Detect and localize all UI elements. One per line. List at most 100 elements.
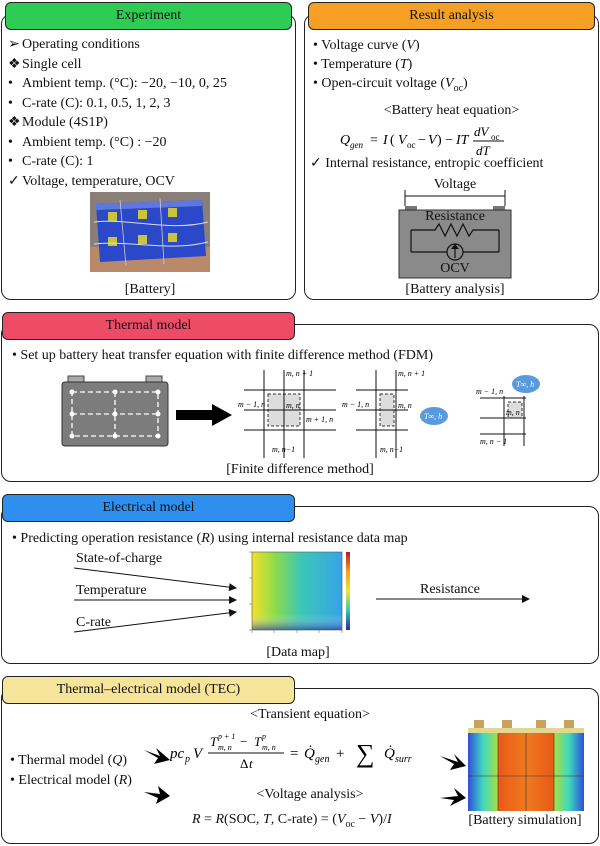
experiment-list: ➢Operating conditions❖Single cell•Ambien… xyxy=(8,35,293,191)
resistance-label: Resistance xyxy=(425,209,485,224)
svg-text:I: I xyxy=(382,133,389,148)
g2-left-label: m − 1, n xyxy=(342,400,369,409)
battery-analysis-caption: [Battery analysis] xyxy=(405,282,505,297)
heat-equation: Q gen = I ( V oc − V ) − IT dV oc dT xyxy=(340,124,504,158)
electrical-title: Electrical model xyxy=(102,500,195,515)
battery-photo xyxy=(90,192,210,272)
voltage-label: Voltage xyxy=(433,177,477,192)
experiment-line-text: C-rate (C): 0.1, 0.5, 1, 2, 3 xyxy=(22,95,171,111)
experiment-line-text: Operating conditions xyxy=(22,37,140,52)
result-title-tab: Result analysis xyxy=(308,2,595,30)
result-check: ✓ Internal resistance, entropic coeffici… xyxy=(310,156,544,171)
svg-text:dT: dT xyxy=(476,143,491,158)
experiment-bullet: ➢ xyxy=(8,37,20,52)
battery-caption: [Battery] xyxy=(124,282,176,297)
svg-text:T: T xyxy=(210,734,218,749)
result-bullet-temperature: • Temperature (T) xyxy=(313,57,413,72)
thermal-title-tab: Thermal model xyxy=(2,312,295,340)
heat-equation-title: <Battery heat equation> xyxy=(383,103,520,118)
g1-bottom-label: m, n−1 xyxy=(272,445,295,454)
g2-top-label: m, n + 1 xyxy=(398,369,425,378)
svg-text:t: t xyxy=(249,756,253,771)
svg-text:Q: Q xyxy=(340,133,350,148)
svg-text:p + 1: p + 1 xyxy=(217,732,235,741)
experiment-bullet: • xyxy=(8,154,13,169)
svg-text:=: = xyxy=(370,133,378,148)
result-bullet-ocv: • Open-circuit voltage (Voc) xyxy=(313,76,468,94)
experiment-bullet: ❖ xyxy=(8,115,21,130)
svg-text:(: ( xyxy=(390,133,395,148)
svg-text:oc: oc xyxy=(491,132,500,142)
battery-simulation-caption: [Battery simulation] xyxy=(468,813,582,828)
experiment-title: Experiment xyxy=(115,8,182,23)
svg-text:Q̇: Q̇ xyxy=(384,746,395,762)
fdm-grid-interior: m, n + 1 m − 1, n m, n m + 1, n m, n−1 xyxy=(238,369,336,458)
g1-right-label: m + 1, n xyxy=(306,415,333,424)
experiment-bullet: ❖ xyxy=(8,56,21,72)
g1-top-label: m, n + 1 xyxy=(286,369,313,378)
svg-text:m, n: m, n xyxy=(262,743,276,752)
tec-title: Thermal–electrical model (TEC) xyxy=(56,682,241,697)
fdm-battery xyxy=(61,375,169,447)
svg-text:V: V xyxy=(428,133,438,148)
tec-bullet-electrical: • Electrical model (R) xyxy=(10,773,132,788)
svg-text:pc: pc xyxy=(170,746,185,762)
voltage-analysis-equation: R = R(SOC, T, C-rate) = (Voc − V)/I xyxy=(192,812,392,830)
svg-text:=: = xyxy=(290,746,298,762)
experiment-line: • Ambient temp. (°C) : −20 xyxy=(8,133,293,153)
experiment-line: ❖Module (4S1P) xyxy=(8,113,293,133)
svg-text:m, n: m, n xyxy=(218,743,232,752)
experiment-title-tab: Experiment xyxy=(5,2,292,30)
voltage-analysis-title: <Voltage analysis> xyxy=(256,787,364,802)
data-map-caption: [Data map] xyxy=(266,645,330,660)
experiment-bullet: • xyxy=(8,134,13,150)
svg-text:+: + xyxy=(336,746,344,762)
svg-text:gen: gen xyxy=(350,140,363,150)
experiment-line-text: Voltage, temperature, OCV xyxy=(22,173,175,189)
experiment-line-text: Ambient temp. (°C): −20, −10, 0, 25 xyxy=(22,76,227,91)
g3-bottom-label: m, n − 1 xyxy=(480,437,507,446)
input-soc: State-of-charge xyxy=(76,551,163,566)
svg-text:V: V xyxy=(398,133,408,148)
svg-text:) −: ) − xyxy=(437,133,453,148)
electrical-bullet: • Predicting operation resistance (R) us… xyxy=(12,531,408,546)
svg-text:Q̇: Q̇ xyxy=(304,746,315,762)
svg-text:T: T xyxy=(254,734,262,749)
input-crate: C-rate xyxy=(76,615,111,630)
transient-equation: pc p V T p + 1 m, n − T p m, n Δ t = Q̇ … xyxy=(170,732,412,771)
tec-bullet-thermal: • Thermal model (Q) xyxy=(10,753,128,768)
tec-arrows xyxy=(144,748,466,806)
input-arrows xyxy=(73,567,237,633)
experiment-bullet: • xyxy=(8,76,13,91)
g3-left-label: m − 1, n xyxy=(476,387,503,396)
svg-text:p: p xyxy=(184,754,190,765)
experiment-line: ➢Operating conditions xyxy=(8,35,293,55)
experiment-bullet: • xyxy=(8,95,13,111)
g3-center-label: m, n xyxy=(506,408,520,417)
fdm-caption: [Finite difference method] xyxy=(226,462,374,477)
output-resistance: Resistance xyxy=(420,582,480,597)
experiment-line-text: C-rate (C): 1 xyxy=(22,154,94,169)
svg-text:oc: oc xyxy=(407,140,416,150)
battery-simulation xyxy=(468,720,584,811)
experiment-line: ✓Voltage, temperature, OCV xyxy=(8,172,293,192)
input-temperature: Temperature xyxy=(76,583,147,598)
g3-ambient-label: T∞, h xyxy=(516,380,534,389)
thermal-title: Thermal model xyxy=(105,318,192,333)
g2-bottom-label: m, n−1 xyxy=(380,445,403,454)
svg-text:IT: IT xyxy=(455,133,470,148)
tec-title-tab: Thermal–electrical model (TEC) xyxy=(2,676,295,704)
resistance-data-map xyxy=(249,551,350,633)
experiment-line-text: Single cell xyxy=(22,56,82,72)
svg-text:p: p xyxy=(261,732,266,741)
g1-center-label: m, n xyxy=(286,401,300,410)
g2-center-label: m, n xyxy=(398,401,412,410)
thermal-bullet: • Set up battery heat transfer equation … xyxy=(12,348,434,363)
experiment-line: ❖Single cell xyxy=(8,55,293,75)
experiment-line-text: Ambient temp. (°C) : −20 xyxy=(22,134,167,150)
transient-title: <Transient equation> xyxy=(250,707,370,722)
experiment-line: • C-rate (C): 0.1, 0.5, 1, 2, 3 xyxy=(8,94,293,114)
experiment-line: • Ambient temp. (°C): −20, −10, 0, 25 xyxy=(8,74,293,94)
svg-text:−: − xyxy=(418,133,426,148)
experiment-line: • C-rate (C): 1 xyxy=(8,152,293,172)
